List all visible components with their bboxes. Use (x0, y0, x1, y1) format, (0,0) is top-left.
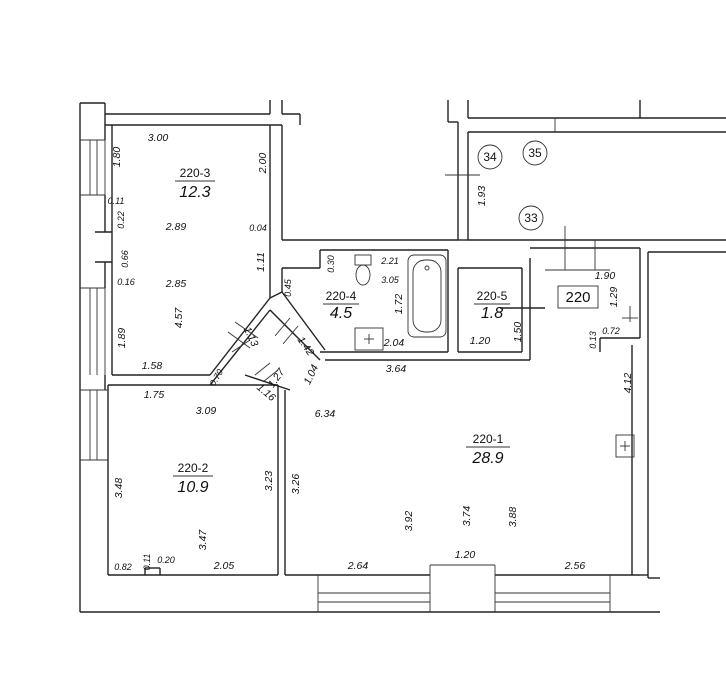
axis-marker: 33 (524, 211, 538, 225)
dimension-label: 1.04 (302, 363, 322, 387)
dimension-label: 2.85 (165, 278, 187, 290)
dimension-label: 0.45 (283, 278, 293, 297)
room-id-220-1: 220-1 (473, 432, 504, 446)
dimension-label: 0.16 (117, 277, 135, 287)
room-area-220-4: 4.5 (330, 305, 352, 322)
room-area-220-2: 10.9 (177, 479, 208, 496)
room-area-220-5: 1.8 (481, 305, 503, 322)
dimension-label: 1.75 (144, 389, 165, 401)
dimension-label: 0.22 (116, 211, 126, 229)
dimension-label: 2.21 (380, 256, 399, 266)
dimension-label: 4.57 (173, 307, 185, 329)
dimension-label: 2.05 (213, 560, 235, 572)
toilet-tank-icon (354, 254, 372, 266)
dimension-label: 3.23 (263, 471, 275, 492)
dimension-label: 0.30 (326, 255, 336, 273)
dimension-label: 1.58 (142, 360, 163, 372)
dimension-label: 0.13 (588, 331, 598, 349)
dimension-label: 1.80 (111, 147, 123, 168)
dimension-label: 3.00 (148, 132, 169, 144)
dimension-label: 1.20 (455, 549, 476, 561)
dimension-label: 1.72 (393, 294, 405, 315)
dimension-label: 1.11 (255, 252, 267, 272)
dimension-label: 2.00 (257, 153, 269, 175)
dimension-label: 0.11 (108, 196, 125, 206)
dimension-label: 4.12 (622, 373, 634, 394)
room-labels: 220-3 12.3 220-2 10.9 220-4 4.5 220-5 1.… (173, 166, 510, 496)
dimension-label: 0.66 (120, 250, 130, 268)
room-id-220-4: 220-4 (326, 289, 357, 303)
toilet-icon (355, 264, 371, 286)
dimension-label: 6.34 (315, 408, 336, 420)
room-area-220-3: 12.3 (179, 184, 210, 201)
dimension-label: 2.04 (383, 337, 405, 349)
dimension-label: 0.04 (249, 223, 267, 233)
walls (79, 100, 726, 613)
axis-marker: 35 (528, 146, 542, 160)
dimension-label: 3.05 (381, 275, 400, 285)
dimension-label: 2.64 (347, 560, 369, 572)
dimension-label: 1.20 (470, 335, 491, 347)
dimension-label: 1.90 (595, 270, 616, 282)
dimension-label: 3.92 (403, 511, 415, 532)
dimension-label: 0.82 (114, 562, 132, 572)
dimension-label: 1.42 (295, 334, 317, 358)
axis-markers: 34 35 33 (477, 140, 548, 231)
stove-icon (615, 434, 635, 458)
axis-marker: 34 (483, 150, 497, 164)
dimension-label: 3.48 (113, 478, 125, 499)
dimension-label: 3.74 (461, 506, 473, 527)
dimension-label: 3.64 (386, 363, 407, 375)
dimension-label: 3.88 (507, 507, 519, 528)
dimension-label: 1.29 (608, 287, 620, 308)
room-id-220-5: 220-5 (477, 289, 508, 303)
dimension-label: 1.89 (116, 328, 128, 349)
dimension-label: 1.50 (512, 322, 524, 343)
dimension-label: 1.13 (241, 325, 261, 349)
dimension-label: 0.11 (142, 554, 152, 571)
dimension-label: 1.93 (476, 186, 488, 207)
apartment-number-box (557, 285, 599, 309)
dimension-label: 2.56 (564, 560, 586, 572)
dimension-label: 3.26 (290, 474, 302, 495)
apartment-number: 220 (565, 289, 590, 306)
dimension-label: 2.89 (165, 221, 187, 233)
room-id-220-3: 220-3 (180, 166, 211, 180)
dimension-label: 3.09 (196, 405, 217, 417)
fixtures (354, 254, 635, 458)
room-area-220-1: 28.9 (471, 450, 503, 467)
dimension-label: 0.20 (157, 555, 175, 565)
room-id-220-2: 220-2 (178, 461, 209, 475)
dimension-label: 0.72 (602, 326, 620, 336)
bathtub-icon (407, 254, 447, 338)
dimension-label: 3.47 (197, 529, 209, 551)
sink-icon (354, 327, 384, 351)
